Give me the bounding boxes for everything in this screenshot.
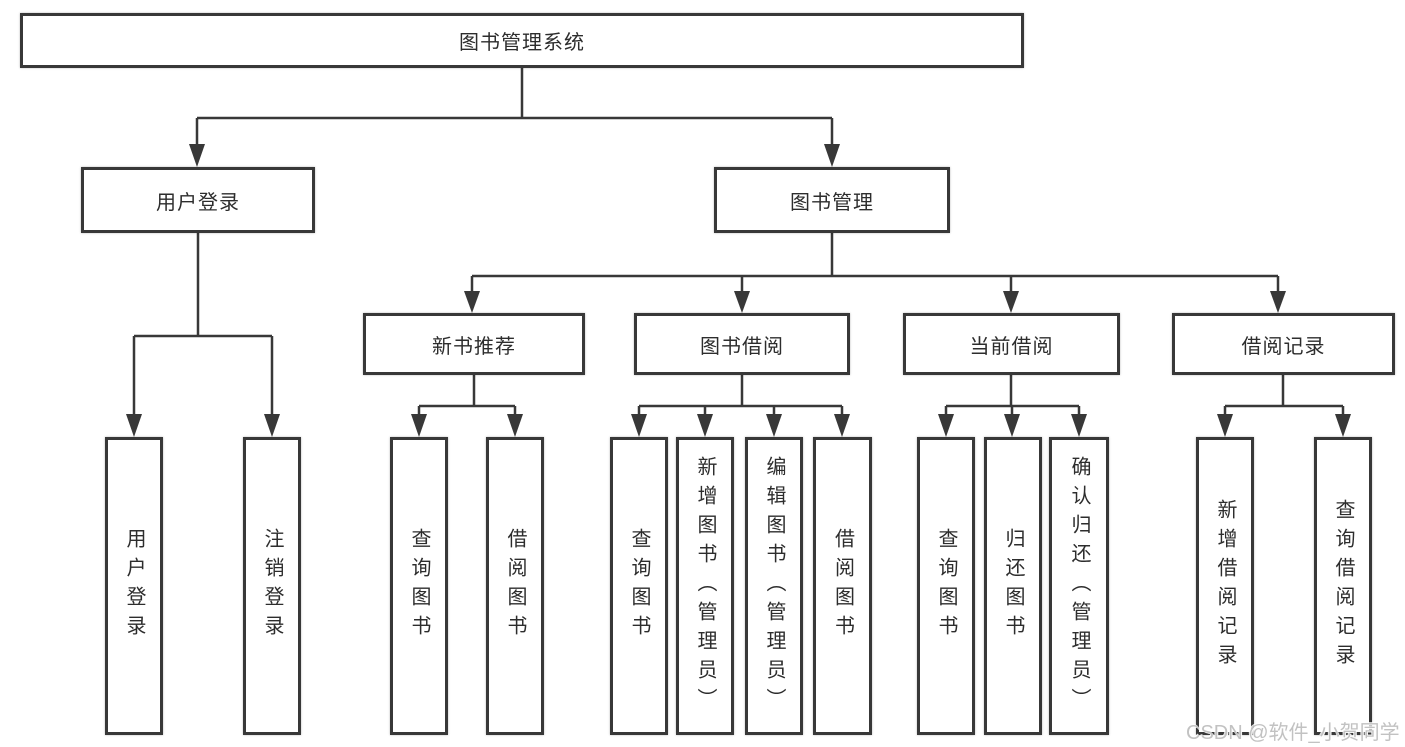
- node-user-login: 用户登录: [81, 167, 315, 233]
- connector-user-login: [126, 231, 280, 437]
- connector-borrow-records: [1217, 375, 1351, 437]
- node-book-management: 图书管理: [714, 167, 950, 233]
- connector-new-book-recommend: [411, 375, 523, 437]
- leaf-borrow-books: 借阅图书: [813, 437, 872, 735]
- node-root-system: 图书管理系统: [20, 13, 1024, 68]
- csdn-watermark: CSDN @软件_小贺同学: [1186, 722, 1400, 744]
- leaf-confirm-return-admin: 确认归还（管理员）: [1049, 437, 1109, 735]
- leaf-borrow-books-recommend: 借阅图书: [486, 437, 544, 735]
- connector-book-management: [464, 231, 1286, 313]
- connector-root: [189, 66, 840, 167]
- leaf-return-books: 归还图书: [984, 437, 1042, 735]
- node-book-borrow: 图书借阅: [634, 313, 850, 375]
- leaf-query-books-current: 查询图书: [917, 437, 975, 735]
- leaf-edit-books-admin: 编辑图书（管理员）: [745, 437, 803, 735]
- node-current-borrow: 当前借阅: [903, 313, 1120, 375]
- leaf-user-login: 用户登录: [105, 437, 163, 735]
- leaf-query-borrow-record: 查询借阅记录: [1314, 437, 1372, 735]
- leaf-query-books-borrow: 查询图书: [610, 437, 668, 735]
- connector-current-borrow: [938, 375, 1087, 437]
- leaf-add-borrow-record: 新增借阅记录: [1196, 437, 1254, 735]
- leaf-add-books-admin: 新增图书（管理员）: [676, 437, 734, 735]
- leaf-query-books-recommend: 查询图书: [390, 437, 448, 735]
- node-borrow-records: 借阅记录: [1172, 313, 1395, 375]
- node-new-book-recommend: 新书推荐: [363, 313, 585, 375]
- connector-book-borrow: [631, 375, 850, 437]
- leaf-logout: 注销登录: [243, 437, 301, 735]
